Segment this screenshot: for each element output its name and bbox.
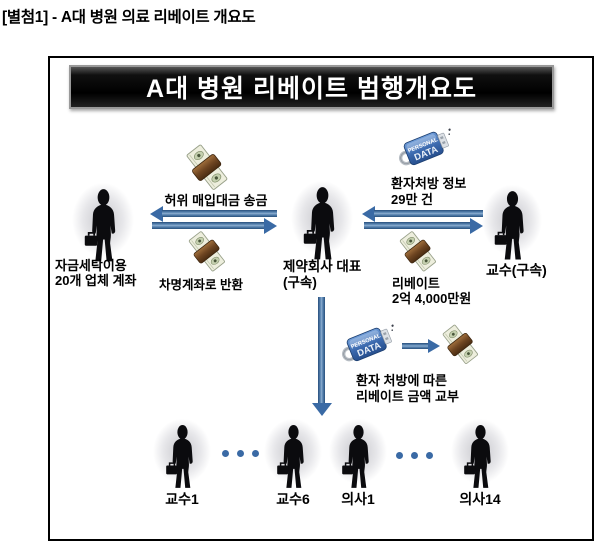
arrow-distribution bbox=[318, 297, 325, 403]
person-silhouette-icon bbox=[299, 186, 346, 264]
banner: A대 병원 리베이트 범행개요도 bbox=[69, 65, 554, 109]
label-borrowed-return: 차명계좌로 반환 bbox=[159, 278, 243, 292]
figure-professor-arrested bbox=[480, 184, 544, 264]
arrow-borrowed-return bbox=[152, 222, 264, 229]
label-professor-arrested: 교수(구속) bbox=[486, 262, 547, 278]
figure-pharma-ceo bbox=[289, 180, 355, 264]
usb-personal-data-icon bbox=[336, 324, 400, 366]
arrow-rebate-payment bbox=[364, 222, 470, 229]
label-per-prescription: 환자 처방에 따른 리베이트 금액 교부 bbox=[356, 373, 459, 404]
person-silhouette-icon bbox=[80, 188, 127, 266]
figure-professor-1 bbox=[151, 418, 213, 492]
person-silhouette-icon bbox=[162, 424, 203, 492]
page-title: [별첨1] - A대 병원 의료 리베이트 개요도 bbox=[2, 9, 256, 26]
ellipsis-dot bbox=[222, 450, 229, 457]
figure-professor-6 bbox=[262, 418, 324, 492]
person-silhouette-icon bbox=[273, 424, 314, 492]
figure-doctor-14 bbox=[449, 418, 511, 492]
label-laundering-accounts: 자금세탁이용 20개 업체 계좌 bbox=[55, 258, 137, 288]
label-professor-6: 교수6 bbox=[276, 491, 310, 507]
label-prescription-info: 환자처방 정보 29만 건 bbox=[391, 176, 467, 207]
label-professor-1: 교수1 bbox=[165, 491, 199, 507]
label-doctor-14: 의사14 bbox=[459, 491, 501, 507]
ellipsis-dot bbox=[396, 452, 403, 459]
usb-personal-data-icon bbox=[393, 128, 457, 170]
money-stack-icon bbox=[183, 229, 229, 275]
arrow-usb-to-money bbox=[402, 343, 429, 349]
money-stack-icon bbox=[437, 322, 482, 368]
ellipsis-dot bbox=[411, 452, 418, 459]
label-rebate-amount: 리베이트 2억 4,000만원 bbox=[392, 276, 472, 306]
label-pharma-ceo: 제약회사 대표 (구속) bbox=[283, 259, 362, 290]
money-stack-icon bbox=[394, 229, 440, 275]
arrow-usb-to-money-head bbox=[428, 339, 440, 353]
ellipsis-dot bbox=[426, 452, 433, 459]
person-silhouette-icon bbox=[490, 190, 535, 264]
arrow-borrowed-return-head bbox=[264, 217, 277, 234]
ellipsis-dot bbox=[252, 450, 259, 457]
ellipsis-dot bbox=[237, 450, 244, 457]
arrow-distribution-head bbox=[311, 403, 332, 416]
banner-title: A대 병원 리베이트 범행개요도 bbox=[146, 75, 477, 103]
arrow-prescription-info bbox=[374, 210, 483, 217]
label-fake-purchase: 허위 매입대금 송금 bbox=[164, 193, 268, 208]
label-doctor-1: 의사1 bbox=[341, 491, 375, 507]
arrow-fake-purchase bbox=[162, 210, 277, 217]
arrow-prescription-info-head bbox=[362, 205, 375, 222]
person-silhouette-icon bbox=[460, 424, 501, 492]
figure-doctor-1 bbox=[327, 418, 389, 492]
arrow-rebate-payment-head bbox=[470, 217, 483, 234]
person-silhouette-icon bbox=[338, 424, 379, 492]
money-stack-icon bbox=[180, 142, 232, 194]
figure-laundering-accounts bbox=[70, 182, 136, 266]
arrow-fake-purchase-head bbox=[150, 205, 163, 222]
